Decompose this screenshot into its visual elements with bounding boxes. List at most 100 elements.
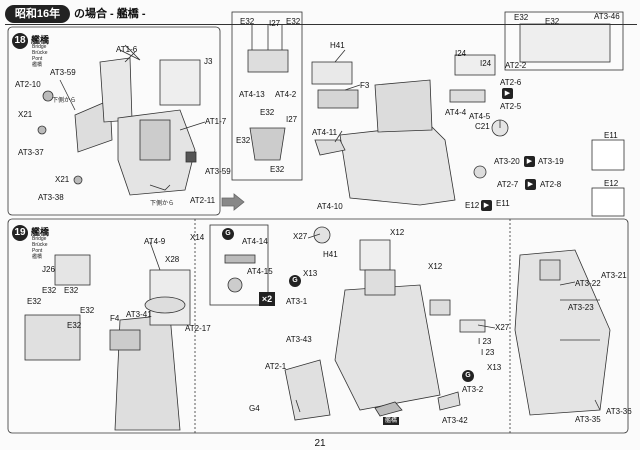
part-label: E32: [236, 136, 251, 145]
part-label: AT4-11: [312, 128, 338, 137]
part-group-g-badge: G: [289, 275, 301, 287]
step18-number: 18: [12, 33, 28, 49]
part-label: I 23: [478, 337, 492, 346]
part-label: E11: [496, 199, 510, 208]
part-label: AT3-46: [594, 12, 620, 21]
part-label: X14: [190, 233, 205, 242]
part-label: AT4-5: [469, 112, 491, 121]
part-label: AT3-43: [286, 335, 312, 344]
part-label: AT3-22: [575, 279, 601, 288]
step18-panel-frame: [7, 26, 221, 216]
part-label: I24: [455, 49, 467, 58]
step18-name: 艦橋: [31, 35, 50, 45]
part-label: I27: [286, 115, 298, 124]
part-label: X13: [303, 269, 318, 278]
part-label: AT3-37: [18, 148, 44, 157]
step19-name: 艦橋: [31, 227, 50, 237]
part-label: F3: [360, 81, 370, 90]
part-label: E32: [270, 165, 285, 174]
part-label: AT3-1: [286, 297, 308, 306]
part-label: E32: [514, 13, 529, 22]
header-divider: [5, 24, 637, 25]
part-label: AT2-8: [540, 180, 562, 189]
part-label: AT4-10: [317, 202, 343, 211]
part-label: AT3-19: [538, 157, 564, 166]
part-label: AT3-38: [38, 193, 64, 202]
part-label: E12: [604, 179, 619, 188]
part-label: F4: [110, 314, 120, 323]
part-label: X12: [428, 262, 443, 271]
part-label: AT2-2: [505, 61, 527, 70]
part-label: J3: [204, 57, 213, 66]
part-label: AT4-2: [275, 90, 297, 99]
step19-number: 19: [12, 225, 28, 241]
era-badge: 昭和16年: [5, 5, 70, 23]
part-label: AT3-20: [494, 157, 520, 166]
part-label: AT4-14: [242, 237, 268, 246]
quantity-badge: ×2: [259, 292, 275, 306]
part-label: AT1-7: [205, 117, 227, 126]
part-label: X13: [487, 363, 502, 372]
part-label: E32: [67, 321, 82, 330]
page-number: 21: [314, 438, 326, 449]
part-label: AT3-23: [568, 303, 594, 312]
part-label: X12: [390, 228, 405, 237]
part-label: AT3-35: [575, 415, 601, 424]
part-label: X28: [165, 255, 180, 264]
note-from-below: 下側から: [52, 98, 77, 104]
part-label: E11: [604, 131, 618, 140]
part-label: I27: [269, 19, 281, 28]
step18-subtitle-de: Brücke: [32, 50, 48, 56]
part-label: AT3-41: [126, 310, 152, 319]
part-group-g-badge: G: [222, 228, 234, 240]
part-label: E32: [240, 17, 255, 26]
part-label: E32: [286, 17, 301, 26]
part-label: E32: [27, 297, 42, 306]
part-label: AT2-5: [500, 102, 522, 111]
part-group-g-badge: G: [462, 370, 474, 382]
part-label: E32: [260, 108, 275, 117]
part-label: AT3-59: [50, 68, 76, 77]
top-right-inset-frame: [504, 11, 624, 71]
bridge-tag: 艦橋: [383, 417, 400, 425]
part-label: I 23: [481, 348, 495, 357]
part-label: AT4-15: [247, 267, 273, 276]
note-from-below: 下側から: [150, 201, 175, 207]
part-label: AT3-21: [601, 271, 627, 280]
part-label: AT2-11: [190, 196, 216, 205]
part-label: G4: [249, 404, 260, 413]
gun-inset-frame: [209, 224, 269, 306]
part-label: AT2-10: [15, 80, 41, 89]
part-label: J26: [42, 265, 55, 274]
step18-subtitle-fr: Pont: [32, 56, 43, 62]
part-label: E12: [465, 201, 480, 210]
arrow-right-icon: ▶: [525, 179, 536, 190]
part-label: AT2-17: [185, 324, 211, 333]
part-label: E32: [80, 306, 95, 315]
part-label: X27: [293, 232, 308, 241]
step19-panel-frame: [7, 218, 629, 434]
part-label: AT3-2: [462, 385, 484, 394]
step19-subtitle-de: Brücke: [32, 242, 48, 248]
part-label: AT3-59: [205, 167, 231, 176]
part-label: X27: [495, 323, 510, 332]
part-label: X21: [55, 175, 70, 184]
step18-subtitle-en: Bridge: [32, 44, 47, 50]
part-label: X21: [18, 110, 33, 119]
part-label: AT2-7: [497, 180, 519, 189]
part-label: AT2-1: [265, 362, 287, 371]
part-label: H41: [330, 41, 345, 50]
step19-subtitle-en: Bridge: [32, 236, 47, 242]
part-label: H41: [323, 250, 338, 259]
part-label: AT1-6: [116, 45, 138, 54]
step18-subtitle-jp: 艦橋: [32, 62, 43, 68]
part-label: E32: [64, 286, 79, 295]
arrow-right-icon: ▶: [481, 200, 492, 211]
arrow-right-icon: ▶: [502, 88, 513, 99]
part-label: E32: [545, 17, 560, 26]
part-label: AT2-6: [500, 78, 522, 87]
step19-subtitle-jp: 艦橋: [32, 254, 43, 260]
step18-subpanel-frame: [231, 11, 303, 181]
